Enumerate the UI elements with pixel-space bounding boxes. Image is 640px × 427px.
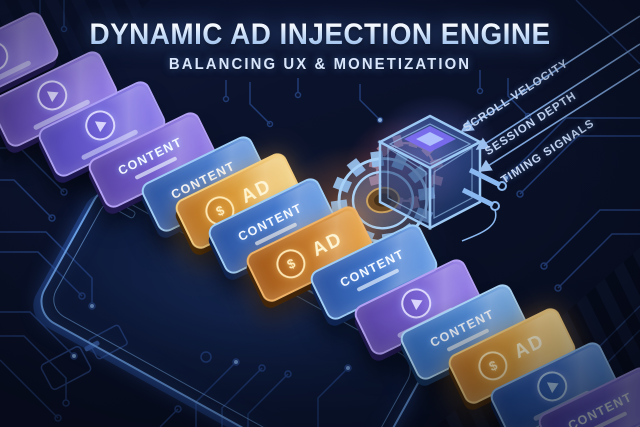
dollar-icon: $ (473, 345, 513, 385)
dollar-icon: $ (271, 243, 311, 283)
ad-label: AD (511, 330, 549, 364)
